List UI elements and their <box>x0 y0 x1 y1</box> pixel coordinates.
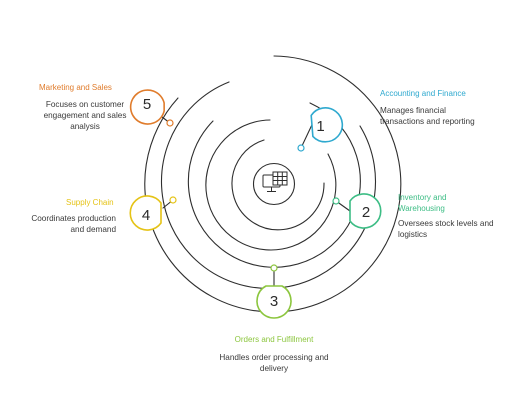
center-hub <box>252 162 296 206</box>
ring-5 <box>231 139 325 231</box>
step-number-1: 1 <box>316 118 324 135</box>
step-desc-2: Oversees stock levels and logistics <box>398 219 494 239</box>
step-desc-5: Focuses on customer engagement and sales… <box>43 100 127 131</box>
step-marker-4: 4 <box>129 195 177 231</box>
step-number-4: 4 <box>142 207 150 224</box>
step-desc-4: Coordinates production and demand <box>31 214 116 234</box>
step-marker-2: 2 <box>332 193 382 229</box>
ring-3 <box>187 102 361 268</box>
step-marker-3: 3 <box>256 264 292 319</box>
step-dot-3 <box>270 264 278 272</box>
step-dot-1 <box>297 144 305 152</box>
step-number-5: 5 <box>143 96 151 113</box>
ring-4 <box>205 119 337 251</box>
step-title-2: Inventory and Warehousing <box>398 193 447 213</box>
step-dot-2 <box>332 197 340 205</box>
computer-spreadsheet-icon <box>262 171 288 192</box>
step-title-4: Supply Chain <box>66 198 114 207</box>
step-dot-5 <box>166 119 174 127</box>
step-number-3: 3 <box>270 293 278 310</box>
step-number-2: 2 <box>362 204 370 221</box>
step-marker-5: 5 <box>129 89 174 127</box>
step-dot-4 <box>169 196 177 204</box>
step-desc-1: Manages financial transactions and repor… <box>380 106 475 126</box>
step-title-5: Marketing and Sales <box>39 83 112 92</box>
step-desc-3: Handles order processing and delivery <box>219 353 329 373</box>
step-title-1: Accounting and Finance <box>380 89 466 98</box>
step-marker-1: 1 <box>297 107 344 152</box>
step-title-3: Orders and Fulfillment <box>234 335 314 344</box>
